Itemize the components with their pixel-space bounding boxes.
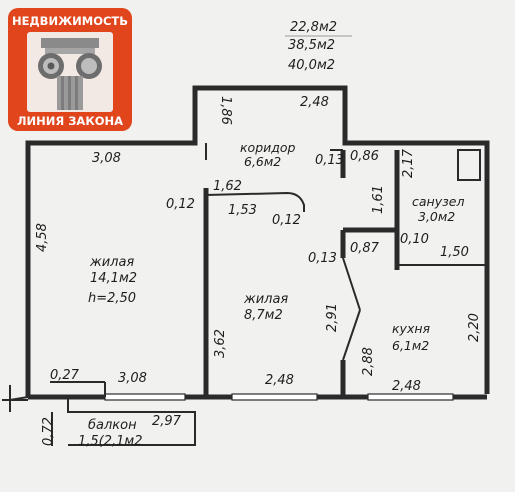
dim-1-86: 1,86: [218, 96, 233, 125]
room-balcony-name: балкон: [88, 418, 137, 433]
dim-2-97: 2,97: [152, 414, 182, 429]
windows: [104, 393, 454, 401]
dimension-lines: [50, 381, 106, 397]
dim-1-62: 1,62: [213, 179, 242, 194]
room-living1-height: h=2,50: [88, 291, 136, 306]
room-living2-area: 8,7м2: [244, 308, 283, 323]
column-capital-icon: [27, 32, 113, 112]
room-bathroom-area: 3,0м2: [418, 209, 455, 224]
dim-0-87: 0,87: [350, 241, 380, 256]
dim-2-91: 2,91: [325, 303, 340, 332]
dim-0-72: 0,72: [41, 417, 56, 446]
room-balcony-area: 1,5(2,1м2: [78, 434, 143, 449]
dim-1-50: 1,50: [440, 245, 469, 260]
room-corridor-name: коридор: [240, 140, 296, 155]
dim-0-12-a: 0,12: [166, 197, 195, 212]
dim-3-08-bottom: 3,08: [118, 371, 147, 386]
dim-0-12-b: 0,12: [272, 213, 301, 228]
room-kitchen-name: кухня: [392, 321, 431, 336]
area-living: 22,8м2: [290, 20, 337, 35]
dim-1-61: 1,61: [371, 185, 386, 214]
logo-line-2: ЛИНИЯ ЗАКОНА: [16, 114, 124, 128]
dim-2-88: 2,88: [361, 347, 376, 376]
area-total: 40,0м2: [288, 58, 335, 73]
room-bathroom-name: санузел: [412, 194, 464, 209]
brand-logo: НЕДВИЖИМОСТЬ ЛИНИЯ ЗАКОНА: [8, 8, 132, 131]
dim-3-62: 3,62: [213, 329, 228, 358]
dim-2-48-top: 2,48: [300, 95, 329, 110]
room-living1-area: 14,1м2: [90, 271, 137, 286]
logo-line-1: НЕДВИЖИМОСТЬ: [11, 14, 129, 28]
dim-0-13-b: 0,13: [308, 251, 337, 266]
room-living1-name: жилая: [89, 255, 134, 270]
dim-0-86: 0,86: [350, 149, 379, 164]
dim-1-53: 1,53: [228, 203, 257, 218]
balcony-outline: [2, 385, 196, 446]
dim-2-20: 2,20: [467, 313, 482, 342]
dim-0-13-a: 0,13: [315, 153, 344, 168]
room-corridor-area: 6,6м2: [244, 154, 281, 169]
dim-3-08-top: 3,08: [92, 151, 121, 166]
room-kitchen-area: 6,1м2: [392, 338, 429, 353]
dim-2-17: 2,17: [401, 148, 416, 178]
dim-4-58: 4,58: [35, 223, 50, 252]
room-living2-name: жилая: [243, 292, 288, 307]
dim-2-48-mid: 2,48: [265, 373, 294, 388]
dim-0-10: 0,10: [400, 232, 429, 247]
dim-2-48-right: 2,48: [392, 379, 421, 394]
dim-0-27: 0,27: [50, 368, 80, 383]
area-useful: 38,5м2: [288, 38, 335, 53]
